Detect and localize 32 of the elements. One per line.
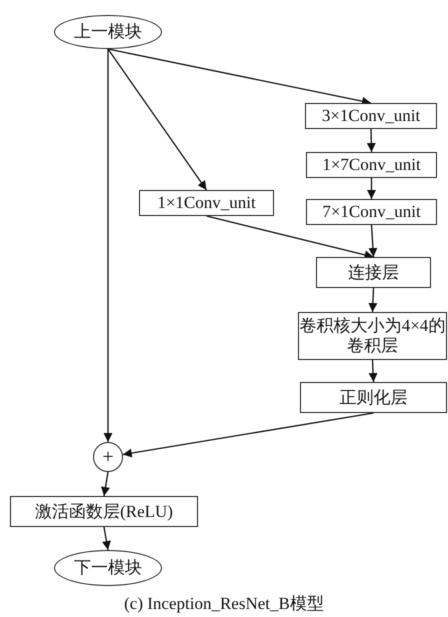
arrow	[367, 178, 376, 199]
node-label: 正则化层	[340, 388, 408, 408]
arrow	[104, 49, 112, 442]
arrow	[108, 48, 372, 106]
node-label: 7×1Conv_unit	[322, 202, 421, 222]
arrow	[366, 128, 376, 152]
arrow	[107, 48, 208, 190]
node-label: 1×1Conv_unit	[157, 193, 256, 213]
arrow	[102, 526, 111, 550]
arrow	[368, 360, 378, 382]
process-box	[305, 103, 437, 129]
node-label: 激活函数层(ReLU)	[35, 502, 173, 522]
caption: (c) Inception_ResNet_B模型	[123, 593, 325, 615]
node-label: 下一模块	[74, 558, 142, 578]
sum-circle	[93, 442, 123, 472]
arrow	[368, 288, 378, 312]
process-box	[300, 382, 447, 413]
node-label: 连接层	[348, 262, 399, 282]
process-box	[10, 496, 198, 527]
node-label: +	[102, 446, 114, 468]
process-box	[306, 152, 437, 178]
arrow	[368, 224, 378, 258]
node-label: 1×7Conv_unit	[322, 155, 421, 175]
process-box	[316, 257, 431, 288]
process-box	[306, 199, 437, 225]
node-label: 3×1Conv_unit	[322, 106, 420, 126]
node-label: 上一模块	[74, 22, 142, 42]
arrow	[101, 472, 110, 496]
arrow	[122, 412, 374, 458]
process-box	[139, 190, 274, 216]
node-label: 卷积核大小为4×4的卷积层	[299, 316, 446, 356]
arrow	[206, 215, 374, 260]
